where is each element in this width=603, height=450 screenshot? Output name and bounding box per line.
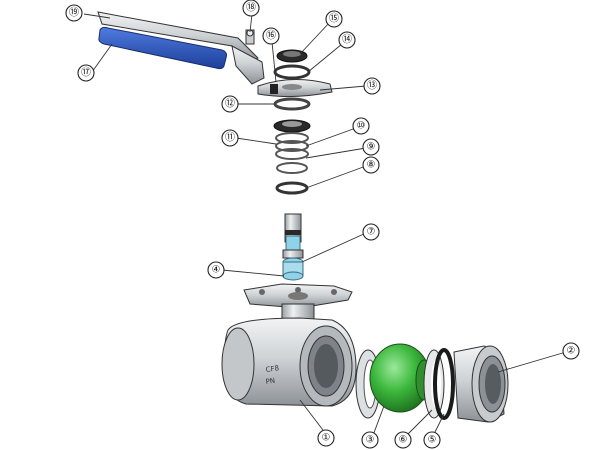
- svg-text:⑭: ⑭: [342, 34, 352, 46]
- callout-12: ⑫: [221, 95, 239, 113]
- svg-text:⑫: ⑫: [225, 98, 235, 110]
- svg-text:⑩: ⑩: [357, 121, 366, 132]
- callout-15: ⑮: [325, 10, 343, 28]
- stem: [282, 213, 304, 281]
- callout-16: ⑯: [262, 27, 280, 45]
- svg-text:②: ②: [567, 346, 576, 357]
- leader-lines: [83, 13, 567, 439]
- callout-17: ⑰: [77, 64, 95, 82]
- svg-text:⑤: ⑤: [428, 435, 437, 446]
- callout-10: ⑩: [352, 117, 370, 135]
- callout-7: ⑦: [362, 223, 380, 241]
- svg-text:⑰: ⑰: [81, 67, 91, 79]
- svg-text:⑱: ⑱: [246, 2, 256, 14]
- top-hardware: [257, 49, 333, 98]
- svg-text:⑧: ⑧: [367, 160, 376, 171]
- valve-body: CF8 PN: [221, 283, 357, 407]
- stem-washers: [273, 97, 311, 195]
- handle-grip: [98, 26, 227, 70]
- handle: [97, 11, 265, 85]
- end-cap: [453, 345, 509, 423]
- callout-11: ⑪: [221, 129, 239, 147]
- callout-3: ③: [361, 431, 379, 449]
- svg-text:⑥: ⑥: [399, 435, 408, 446]
- svg-text:⑨: ⑨: [367, 142, 376, 153]
- callout-8: ⑧: [362, 156, 380, 174]
- callout-4: ④: [207, 261, 225, 279]
- ball: [369, 343, 433, 413]
- svg-text:⑪: ⑪: [225, 132, 235, 144]
- callout-5: ⑤: [423, 431, 441, 449]
- callout-19: ⑲: [65, 4, 83, 22]
- callout-2: ②: [562, 342, 580, 360]
- svg-text:⑬: ⑬: [367, 80, 377, 92]
- body-marking-pressure: PN: [265, 377, 275, 386]
- callout-1: ①: [317, 429, 335, 447]
- svg-text:⑦: ⑦: [367, 227, 376, 238]
- svg-text:⑲: ⑲: [69, 7, 79, 19]
- callout-14: ⑭: [338, 31, 356, 49]
- callout-13: ⑬: [363, 77, 381, 95]
- svg-text:③: ③: [366, 435, 375, 446]
- callout-6: ⑥: [394, 431, 412, 449]
- seat-and-gasket: [423, 348, 455, 420]
- callout-9: ⑨: [362, 138, 380, 156]
- svg-text:④: ④: [212, 265, 221, 276]
- svg-text:⑯: ⑯: [266, 30, 276, 42]
- svg-text:①: ①: [322, 433, 331, 444]
- callout-18: ⑱: [242, 0, 260, 17]
- svg-text:⑮: ⑮: [329, 13, 339, 25]
- body-marking-material: CF8: [265, 364, 279, 374]
